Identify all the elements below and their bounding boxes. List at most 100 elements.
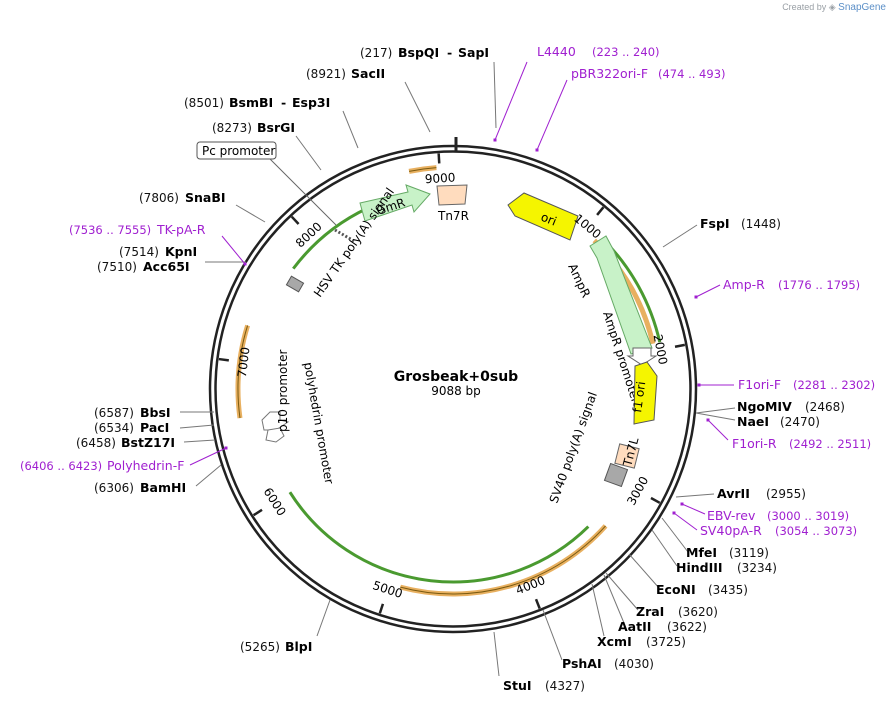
promoter-arrows xyxy=(261,411,290,431)
feature-sv40-polya[interactable]: SV40 poly(A) signal xyxy=(547,390,629,505)
feature-tn7l[interactable]: Tn7L xyxy=(614,436,642,469)
feature-ori[interactable]: ori xyxy=(507,192,579,241)
site-bbsi-pos: (6587) xyxy=(94,406,134,420)
orf-arc-top-edge xyxy=(408,167,437,172)
site-bstz17i[interactable]: BstZ17I xyxy=(121,435,175,450)
primer-f1ori-f[interactable]: F1ori-F xyxy=(738,377,781,392)
primer-site-mark xyxy=(680,502,684,506)
backbone-outer-ring xyxy=(208,144,698,634)
tick-mark xyxy=(596,206,605,216)
primer-l4440-range: (223 .. 240) xyxy=(592,45,660,59)
primer-site-mark xyxy=(243,262,247,266)
sv40-label: SV40 poly(A) signal xyxy=(547,390,600,505)
site-fspi-pos: (1448) xyxy=(741,217,781,231)
site-zrai-pos: (3620) xyxy=(678,605,718,619)
tick-label: 7000 xyxy=(235,346,253,378)
site-naei[interactable]: NaeI xyxy=(737,414,769,429)
site-leader xyxy=(542,609,563,661)
site-ngomiv[interactable]: NgoMIV xyxy=(737,399,792,414)
tn7r-label: Tn7R xyxy=(437,209,469,223)
primer-f1ori-r[interactable]: F1ori-R xyxy=(732,436,777,451)
site-mfei[interactable]: MfeI xyxy=(686,545,717,560)
site-esp3i[interactable]: Esp3I xyxy=(292,95,330,110)
site-econi[interactable]: EcoNI xyxy=(656,582,696,597)
site-leader xyxy=(591,583,605,637)
site-fspi[interactable]: FspI xyxy=(700,216,730,231)
plasmid-name: Grosbeak+0sub xyxy=(394,369,518,385)
primer-f1ori-f-range: (2281 .. 2302) xyxy=(793,378,875,392)
primer-polyhedrin-f[interactable]: Polyhedrin-F xyxy=(107,458,184,473)
site-sacii[interactable]: SacII xyxy=(351,66,385,81)
site-hindiii-pos: (3234) xyxy=(737,561,777,575)
site-paci[interactable]: PacI xyxy=(140,420,169,435)
site-naei-pos: (2470) xyxy=(780,415,820,429)
tick-mark xyxy=(650,496,661,504)
tick-label: 9000 xyxy=(424,170,455,186)
site-snabi-pos: (7806) xyxy=(139,191,179,205)
ori-arrow xyxy=(507,192,579,241)
site-bspqi-pos: (217) xyxy=(360,46,392,60)
site-leader xyxy=(195,464,222,487)
feature-pc-promoter[interactable]: Pc promoter xyxy=(196,141,337,226)
tick-mark xyxy=(534,598,541,609)
site-acc65i-pos: (7510) xyxy=(97,260,137,274)
backbone-inner-ring xyxy=(214,150,692,628)
primer-pbr322ori-f[interactable]: pBR322ori-F xyxy=(571,66,648,81)
primer-amp-r-range: (1776 .. 1795) xyxy=(778,278,860,292)
feature-tn7r[interactable]: Tn7R xyxy=(436,184,469,223)
site-leader xyxy=(695,412,736,421)
sv40-box xyxy=(603,462,629,488)
site-bspqi[interactable]: BspQI xyxy=(398,45,439,60)
primer-amp-r[interactable]: Amp-R xyxy=(723,277,765,292)
primer-ebv-rev-range: (3000 .. 3019) xyxy=(767,509,849,523)
site-leader xyxy=(342,110,359,149)
site-pshai[interactable]: PshAI xyxy=(562,656,602,671)
site-leader xyxy=(295,135,322,171)
snapgene-logo-icon: ◈ xyxy=(828,2,836,12)
site-paci-pos: (6534) xyxy=(94,421,134,435)
site-aatii[interactable]: AatII xyxy=(618,619,651,634)
site-leader-lines xyxy=(179,61,736,677)
primer-f1ori-r-range: (2492 .. 2511) xyxy=(789,437,871,451)
site-bamhi-pos: (6306) xyxy=(94,481,134,495)
site-avrii[interactable]: AvrII xyxy=(717,486,750,501)
site-bamhi[interactable]: BamHI xyxy=(140,480,186,495)
promoter-arrows-2 xyxy=(265,427,285,443)
primer-l4440[interactable]: L4440 xyxy=(537,44,576,59)
ampr-promoter-arrow xyxy=(626,347,658,366)
site-zrai[interactable]: ZraI xyxy=(636,604,664,619)
feature-f1-ori[interactable]: f1 ori xyxy=(630,361,658,425)
tick-mark xyxy=(378,603,385,614)
site-bsmbi[interactable]: BsmBI xyxy=(229,95,273,110)
site-avrii-pos: (2955) xyxy=(766,487,806,501)
site-leader xyxy=(651,529,678,567)
primer-site-mark xyxy=(706,418,710,422)
orf-arcs xyxy=(235,165,662,597)
tick-label: 6000 xyxy=(261,485,289,518)
site-stui[interactable]: StuI xyxy=(503,678,532,693)
site-sapi[interactable]: SapI xyxy=(458,45,489,60)
site-acc65i[interactable]: Acc65I xyxy=(143,259,190,274)
feature-p10-polyhedrin[interactable]: p10 promoter polyhedrin promoter xyxy=(261,350,336,486)
site-snabi[interactable]: SnaBI xyxy=(185,190,226,205)
site-bsmbi-pos: (8501) xyxy=(184,96,224,110)
site-xcmi[interactable]: XcmI xyxy=(597,634,632,649)
site-econi-pos: (3435) xyxy=(708,583,748,597)
primer-sv40pa-r[interactable]: SV40pA-R xyxy=(700,523,762,538)
site-leader xyxy=(603,574,625,624)
site-leader xyxy=(493,631,500,677)
site-kpni[interactable]: KpnI xyxy=(165,244,197,259)
primer-sv40pa-r-range: (3054 .. 3073) xyxy=(775,524,857,538)
primer-leader xyxy=(189,447,227,466)
primer-tk-pa-r[interactable]: TK-pA-R xyxy=(156,222,206,237)
tick-marks xyxy=(218,153,686,614)
site-bsrgi[interactable]: BsrGI xyxy=(257,120,295,135)
site-leader xyxy=(695,407,736,414)
site-bbsi[interactable]: BbsI xyxy=(140,405,171,420)
site-blpi[interactable]: BlpI xyxy=(285,639,312,654)
tick-mark xyxy=(290,215,300,225)
pc-promoter-leader xyxy=(269,158,337,226)
site-hindiii[interactable]: HindIII xyxy=(676,560,723,575)
primer-ebv-rev[interactable]: EBV-rev xyxy=(707,508,756,523)
site-bsrgi-pos: (8273) xyxy=(212,121,252,135)
